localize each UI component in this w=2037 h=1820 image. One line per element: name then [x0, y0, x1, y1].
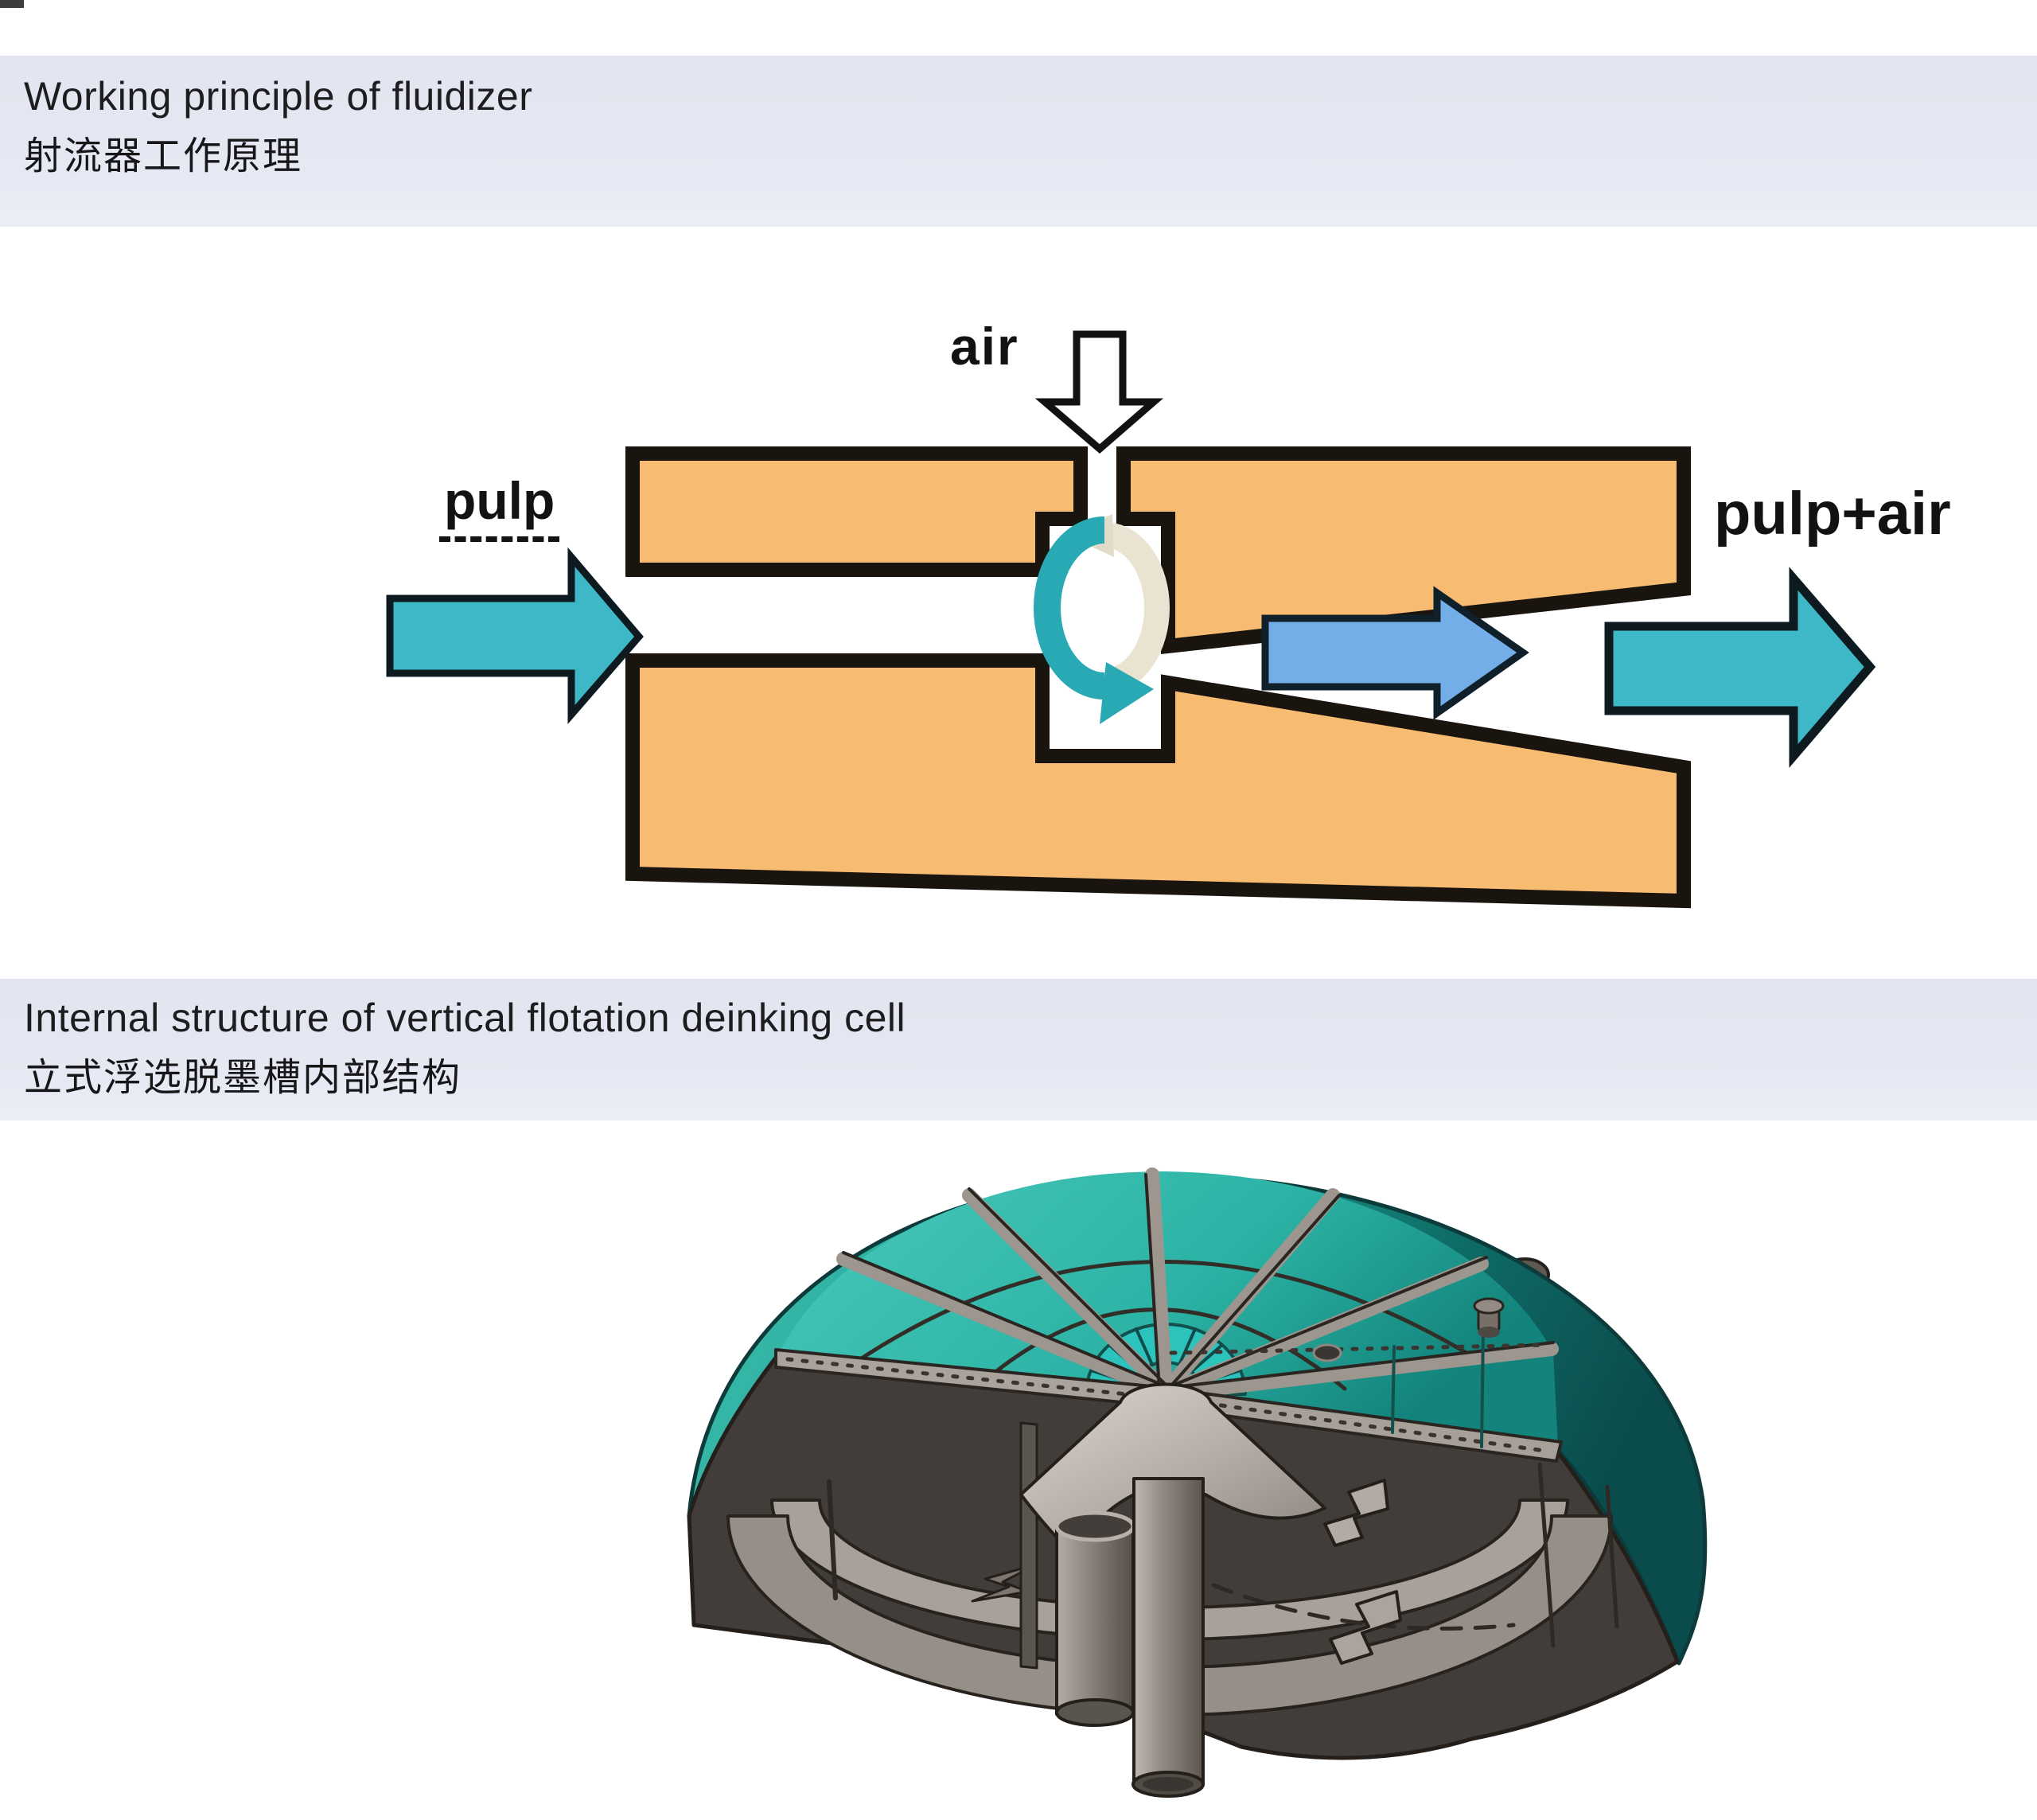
wall-seam-right-1	[1537, 1462, 1556, 1648]
radial-cut-plate	[1019, 1421, 1038, 1670]
fluidizer-top-right-plate	[1116, 446, 1691, 655]
fluidizer-diagram	[386, 330, 1876, 909]
sawtooth-bracket-right-lower	[1329, 1590, 1402, 1665]
pulp-inlet-arrow	[386, 547, 644, 725]
sawtooth-bracket-right-upper	[1323, 1479, 1389, 1547]
pulp-air-label: pulp+air	[1714, 480, 1951, 548]
pulp-label: pulp	[439, 474, 560, 542]
roof-beams	[774, 1167, 1563, 1463]
section2-title-en: Internal structure of vertical flotation…	[24, 996, 906, 1040]
swirl-teal-arrowhead	[1100, 662, 1154, 724]
wall-seam-right-2	[1605, 1484, 1619, 1629]
central-shaft-pipe	[1131, 1477, 1205, 1798]
pulp-air-outlet-arrow	[1604, 567, 1876, 768]
mixing-swirl-icon	[1034, 514, 1170, 724]
air-label: air	[950, 317, 1019, 376]
air-inlet-arrow	[1034, 330, 1164, 454]
waterline-dashed	[1211, 1583, 1516, 1631]
section1-title-en: Working principle of fluidizer	[24, 74, 533, 119]
mixed-flow-arrow	[1261, 586, 1529, 720]
swirl-teal-arc	[1034, 516, 1105, 700]
left-outlet-pipe	[1054, 1510, 1135, 1727]
wall-seam-left	[827, 1479, 838, 1600]
fluidizer-top-left-plate	[625, 446, 1088, 577]
roof-bolt-fitting	[1473, 1297, 1505, 1338]
section2-header-band: Internal structure of vertical flotation…	[0, 979, 2037, 1120]
section1-title-zh: 射流器工作原理	[24, 135, 303, 177]
section1-header-band: Working principle of fluidizer 射流器工作原理	[0, 56, 2037, 227]
screen-corner-artifact	[0, 0, 24, 8]
swirl-cream-arc	[1104, 522, 1170, 694]
flotation-cell-render	[687, 1167, 1708, 1798]
section2-title-zh: 立式浮选脱墨槽内部结构	[24, 1057, 462, 1099]
fluidizer-bottom-plate	[625, 653, 1691, 909]
roof-rivet-dot	[1312, 1343, 1342, 1362]
